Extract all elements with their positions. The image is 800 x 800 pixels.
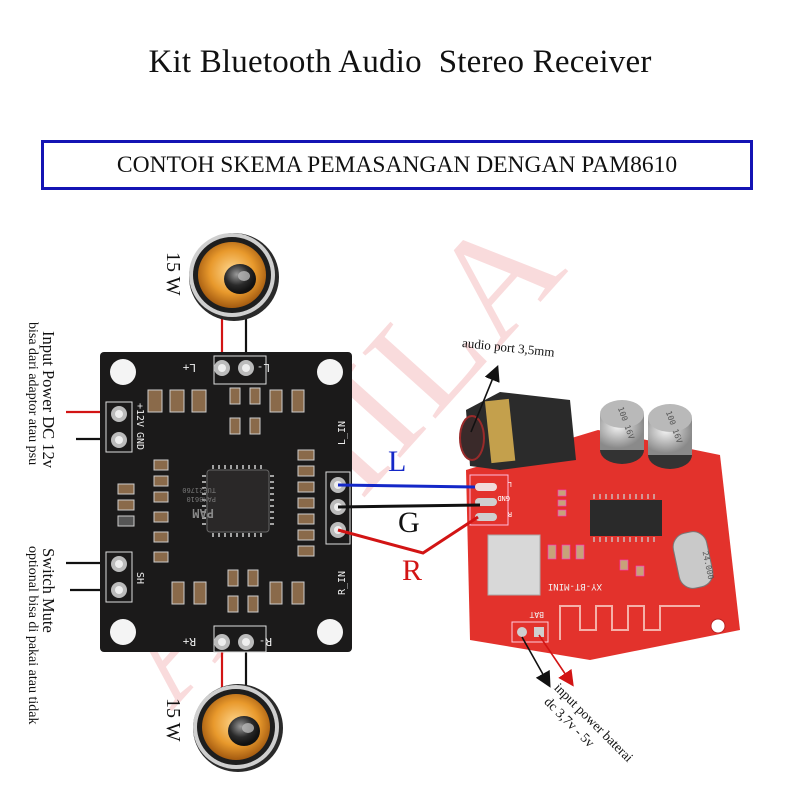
svg-text:L: L	[508, 480, 512, 488]
micro-usb-port	[487, 534, 541, 596]
pin-label-l-in: L_IN	[337, 421, 348, 445]
input-power-label: Input Power DC 12v	[39, 331, 58, 469]
pin-label-l-minus: L-	[257, 361, 270, 374]
subtitle: CONTOH SKEMA PEMASANGAN DENGAN PAM8610	[116, 152, 678, 178]
wire-left-channel	[337, 483, 476, 489]
chip-label: PAM8610	[186, 495, 216, 503]
subtitle-frame: CONTOH SKEMA PEMASANGAN DENGAN PAM8610	[41, 140, 753, 190]
speaker-bottom-power-label: 15 W	[162, 698, 184, 742]
pin-label-r-plus: R+	[182, 635, 196, 648]
speaker-bottom	[193, 652, 283, 772]
wire-label-ground: G	[398, 506, 420, 539]
amp-board-pam8610: L+ L- R+ R- +12V GND SH L_IN R_IN	[100, 352, 352, 653]
battery-positive-arrow	[538, 634, 574, 687]
switch-mute-label: Switch Mute	[39, 548, 58, 633]
wire-ground	[337, 503, 481, 509]
wire-label-left: L	[388, 445, 407, 478]
pin-label-r-minus: R-	[259, 635, 272, 648]
pin-label-gnd: GND	[134, 432, 145, 450]
page-title: Kit Bluetooth Audio Stereo Receiver	[148, 44, 652, 80]
pin-label-12v: +12V	[134, 403, 145, 427]
bat-label: BAT	[529, 610, 544, 619]
bt-model-label: XY-BT-MINI	[548, 581, 602, 591]
pin-label-sh: SH	[134, 572, 145, 584]
speaker-top-power-label: 15 W	[162, 252, 184, 296]
switch-mute-note: optional bisa di pakai atau tidak	[25, 546, 40, 725]
pin-label-l-plus: L+	[182, 361, 196, 374]
bt-board-xy-bt-mini: 100 16V 100 16V L GND R 24.000	[459, 392, 740, 660]
chip-code: TUE21760	[182, 486, 216, 494]
bt-antenna	[559, 605, 700, 640]
audio-port-arrow	[470, 365, 500, 433]
wire-label-right: R	[402, 554, 423, 587]
svg-text:R: R	[507, 510, 512, 518]
chip-logo: PAM	[192, 506, 214, 520]
bt-chip	[590, 500, 662, 536]
crystal	[672, 531, 714, 589]
svg-text:GND: GND	[497, 494, 510, 502]
wire-right-channel	[337, 515, 479, 555]
amp-chip	[206, 469, 270, 533]
input-power-note: bisa dari adaptor atau psu	[25, 322, 40, 466]
capacitor-1: 100 16V	[600, 400, 644, 464]
bt-board-pcb	[466, 430, 740, 660]
battery-negative-arrow	[521, 636, 551, 688]
capacitor-2: 100 16V	[648, 404, 692, 469]
speaker-top	[189, 233, 279, 365]
pin-label-r-in: R_IN	[337, 571, 348, 595]
